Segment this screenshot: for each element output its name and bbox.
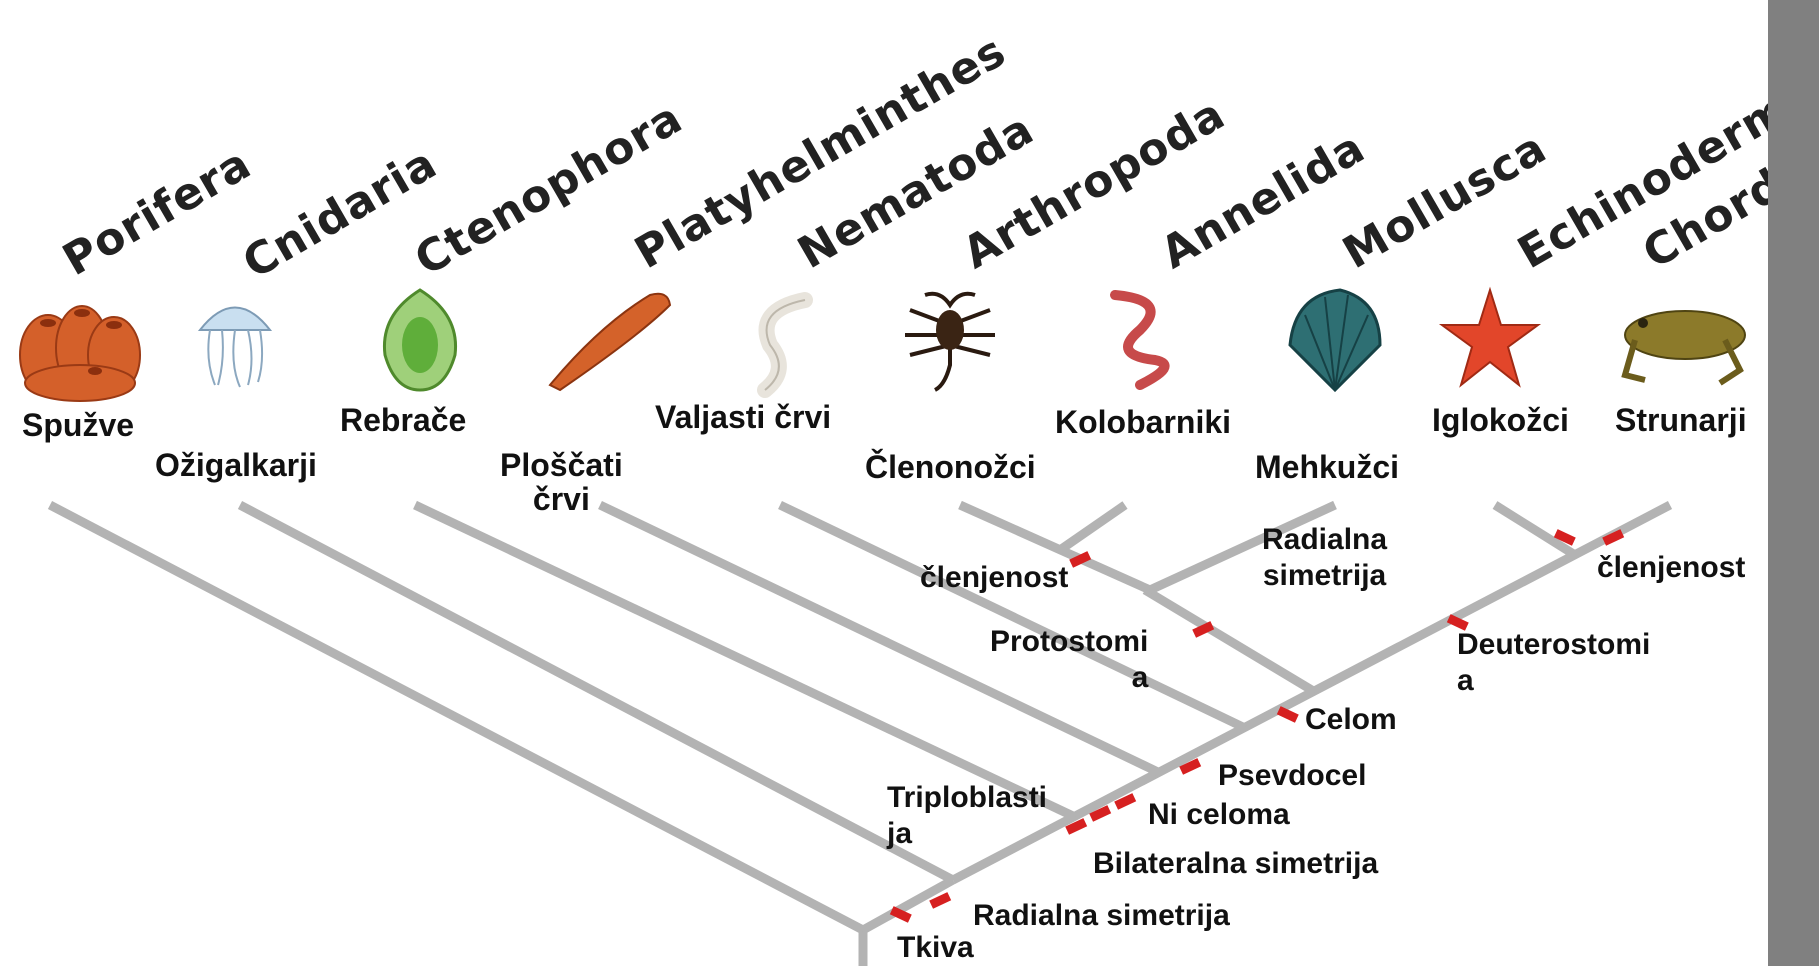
trait-radialna-simetrija-mollusca: Radialna simetrija [1262, 522, 1387, 594]
branch-annelida [1060, 505, 1125, 550]
common-mollusca: Mehkužci [1255, 450, 1399, 484]
trait-deuterostomija-line1: Deuterostomi [1457, 627, 1650, 663]
trait-triploblastija-line1: Triploblasti [887, 780, 1047, 816]
trait-clenjenost-right: členjenost [1597, 550, 1745, 586]
trait-radialna-simetrija-mollusca-line2: simetrija [1262, 558, 1387, 594]
trait-ni-celoma: Ni celoma [1148, 797, 1290, 833]
frog-icon [1615, 295, 1755, 390]
earthworm-icon [1100, 285, 1190, 395]
trait-triploblastija: Triploblasti ja [887, 780, 1047, 852]
trait-protostomija-line2: a [990, 660, 1148, 696]
common-nematoda: Valjasti črvi [655, 400, 831, 434]
common-porifera: Spužve [22, 408, 134, 442]
common-chordata: Strunarji [1615, 403, 1747, 437]
jellyfish-icon [190, 290, 280, 390]
trait-protostomija: Protostomi a [990, 624, 1148, 696]
trait-clenjenost-left: členjenost [920, 560, 1068, 596]
roundworm-icon [745, 290, 825, 400]
trait-celom: Celom [1305, 702, 1397, 738]
common-platyhelminthes-line1: Ploščati [500, 448, 623, 482]
common-cnidaria: Ožigalkarji [155, 448, 317, 482]
common-ctenophora: Rebrače [340, 403, 466, 437]
common-annelida: Kolobarniki [1055, 405, 1231, 439]
trait-deuterostomija: Deuterostomi a [1457, 627, 1650, 699]
trait-bilateralna-simetrija: Bilateralna simetrija [1093, 846, 1378, 882]
trait-radialna-simetrija: Radialna simetrija [973, 898, 1230, 934]
trait-triploblastija-line2: ja [887, 816, 1047, 852]
common-platyhelminthes: Ploščati črvi [500, 448, 623, 516]
branch-cnidaria [240, 505, 953, 880]
trait-tkiva: Tkiva [897, 930, 974, 966]
common-echinodermata: Iglokožci [1432, 403, 1569, 437]
right-sidebar [1768, 0, 1819, 966]
common-arthropoda: Členonožci [865, 450, 1036, 484]
common-platyhelminthes-line2: črvi [500, 482, 623, 516]
starfish-icon [1435, 285, 1545, 395]
flatworm-icon [540, 285, 680, 395]
trait-protostomija-line1: Protostomi [990, 624, 1148, 660]
trait-radialna-simetrija-mollusca-line1: Radialna [1262, 522, 1387, 558]
scorpion-icon [895, 285, 1005, 395]
comb-jelly-icon [375, 285, 465, 395]
branch-echinodermata [1495, 505, 1575, 555]
trait-deuterostomija-line2: a [1457, 663, 1650, 699]
shell-icon [1280, 285, 1390, 395]
trait-psevdocel: Psevdocel [1218, 758, 1366, 794]
sponge-icon [10, 293, 150, 403]
branch-protostome [1145, 590, 1315, 692]
